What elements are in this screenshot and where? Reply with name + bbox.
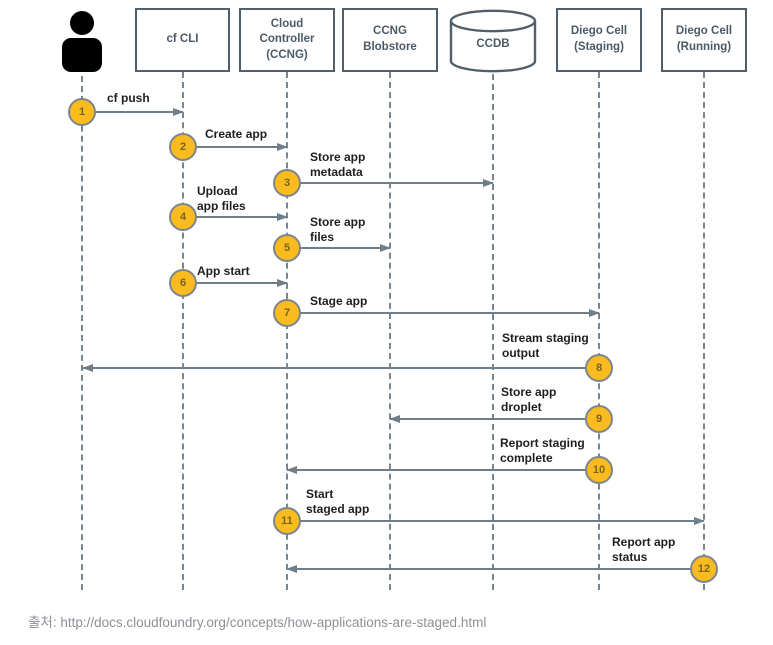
lifeline-ccdb xyxy=(492,74,494,590)
lifeline-cloud-controller xyxy=(286,72,288,590)
arrowhead-icon xyxy=(277,279,288,287)
arrowhead-icon xyxy=(389,415,400,423)
source-caption: 출처: http://docs.cloudfoundry.org/concept… xyxy=(28,615,487,630)
actor-cf-cli: cf CLI xyxy=(135,8,230,72)
lifeline-cf-cli xyxy=(182,72,184,590)
step-number: 8 xyxy=(595,362,603,374)
step-number: 9 xyxy=(595,413,603,425)
step-number: 12 xyxy=(697,563,711,575)
step-number: 3 xyxy=(283,177,291,189)
actor-label: CCDB xyxy=(476,38,510,50)
message-label-6: App start xyxy=(197,264,250,278)
step-number: 4 xyxy=(179,211,187,223)
arrowhead-icon xyxy=(286,466,297,474)
message-label-9: Store app droplet xyxy=(501,385,557,414)
actor-cloud-controller: Cloud Controller (CCNG) xyxy=(239,8,335,72)
step-number: 6 xyxy=(179,277,187,289)
actor-user xyxy=(60,10,104,77)
step-circle-10: 10 xyxy=(585,456,613,484)
actor-label: Diego Cell (Staging) xyxy=(570,25,628,53)
actor-ccdb: CCDB xyxy=(448,8,538,74)
step-circle-6: 6 xyxy=(169,269,197,297)
message-arrow-11 xyxy=(300,517,705,525)
step-circle-3: 3 xyxy=(273,169,301,197)
step-circle-8: 8 xyxy=(585,354,613,382)
arrowhead-icon xyxy=(694,517,705,525)
step-circle-9: 9 xyxy=(585,405,613,433)
arrowhead-icon xyxy=(589,309,600,317)
message-label-4: Upload app files xyxy=(197,184,246,213)
message-label-11: Start staged app xyxy=(306,487,370,516)
actor-label: CCNG Blobstore xyxy=(363,25,417,53)
message-arrow-6 xyxy=(196,279,288,287)
step-number: 7 xyxy=(283,307,291,319)
actor-ccng-blobstore: CCNG Blobstore xyxy=(342,8,438,72)
message-label-8: Stream staging output xyxy=(502,331,589,360)
database-icon xyxy=(449,9,537,73)
message-label-1: cf push xyxy=(107,91,150,105)
actor-label: cf CLI xyxy=(166,33,199,46)
step-circle-4: 4 xyxy=(169,203,197,231)
step-circle-11: 11 xyxy=(273,507,301,535)
message-arrow-2 xyxy=(196,143,288,151)
arrowhead-icon xyxy=(173,108,184,116)
step-number: 11 xyxy=(281,515,293,527)
arrowhead-icon xyxy=(277,213,288,221)
arrowhead-icon xyxy=(82,364,93,372)
actor-label: Diego Cell (Running) xyxy=(675,25,733,53)
actor-label: Cloud Controller (CCNG) xyxy=(259,17,315,61)
message-label-12: Report app status xyxy=(612,535,676,564)
step-number: 10 xyxy=(592,464,606,476)
step-circle-12: 12 xyxy=(690,555,718,583)
step-number: 1 xyxy=(78,106,86,118)
message-arrow-3 xyxy=(300,179,494,187)
actor-diego-cell-running: Diego Cell (Running) xyxy=(661,8,747,72)
message-arrow-1 xyxy=(95,108,184,116)
message-arrow-9 xyxy=(389,415,586,423)
message-label-7: Stage app xyxy=(310,294,368,308)
message-label-10: Report staging complete xyxy=(500,436,585,465)
step-circle-1: 1 xyxy=(68,98,96,126)
step-number: 5 xyxy=(283,242,291,254)
arrowhead-icon xyxy=(286,565,297,573)
lifeline-ccng-blobstore xyxy=(389,72,391,590)
message-label-3: Store app metadata xyxy=(310,150,366,179)
step-circle-5: 5 xyxy=(273,234,301,262)
message-arrow-12 xyxy=(286,565,691,573)
lifeline-user xyxy=(81,76,83,590)
person-icon xyxy=(62,11,102,72)
step-number: 2 xyxy=(179,141,187,153)
lifeline-diego-cell-running xyxy=(703,72,705,590)
lifeline-diego-cell-staging xyxy=(598,72,600,590)
step-circle-2: 2 xyxy=(169,133,197,161)
actor-diego-cell-staging: Diego Cell (Staging) xyxy=(556,8,642,72)
message-label-5: Store app files xyxy=(310,215,366,244)
arrowhead-icon xyxy=(380,244,391,252)
message-label-2: Create app xyxy=(205,127,268,141)
step-circle-7: 7 xyxy=(273,299,301,327)
message-arrow-7 xyxy=(300,309,600,317)
arrowhead-icon xyxy=(483,179,494,187)
message-arrow-5 xyxy=(300,244,391,252)
message-arrow-10 xyxy=(286,466,586,474)
arrowhead-icon xyxy=(277,143,288,151)
message-arrow-8 xyxy=(82,364,586,372)
message-arrow-4 xyxy=(196,213,288,221)
